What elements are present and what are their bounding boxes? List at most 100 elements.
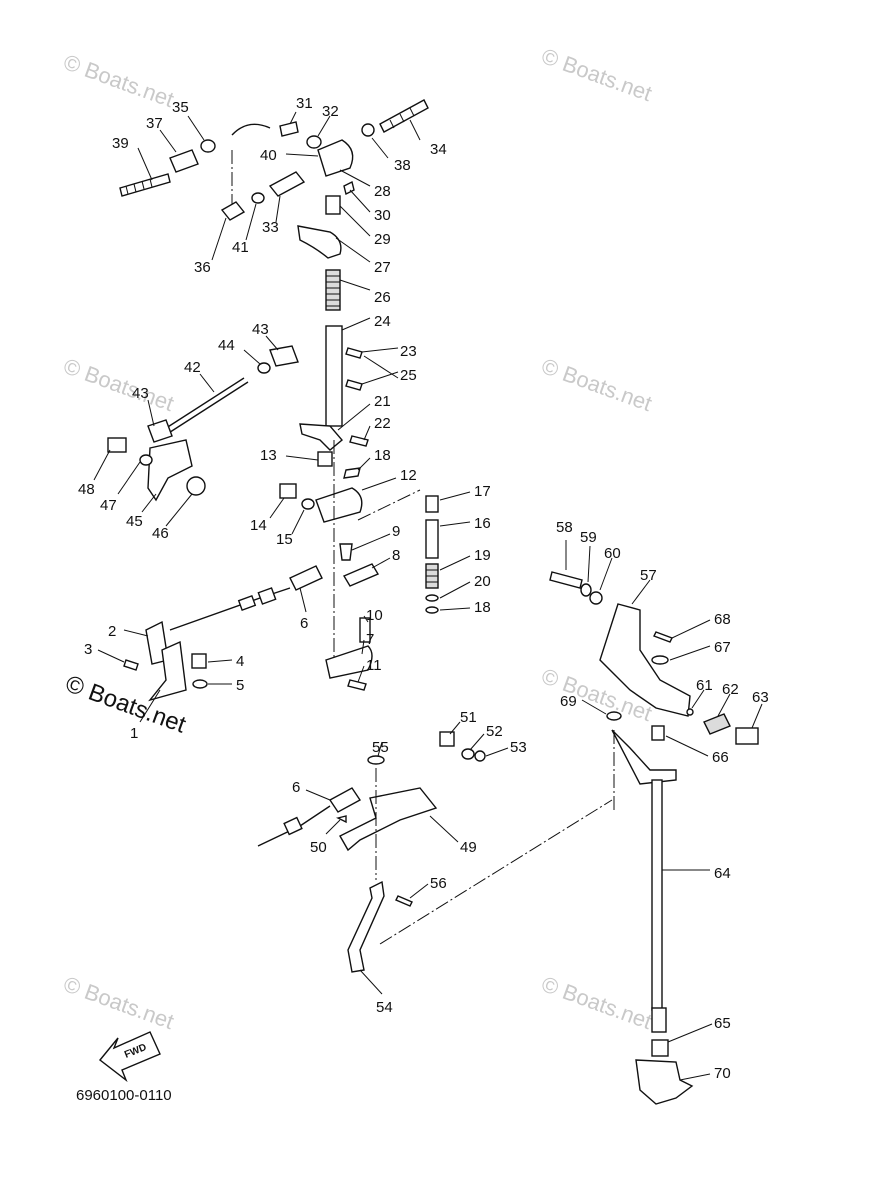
spring-26 <box>325 269 341 311</box>
pin-22 <box>349 435 369 447</box>
washer-69 <box>606 711 622 721</box>
spring-62 <box>703 713 731 735</box>
watermarks: © Boats.net © Boats.net © Boats.net © Bo… <box>60 43 655 1034</box>
washer-32 <box>306 135 322 149</box>
callout: 22 <box>374 415 391 432</box>
callout: 70 <box>714 1065 731 1082</box>
callout: 10 <box>366 607 383 624</box>
callout: 15 <box>276 531 293 548</box>
callout: 52 <box>486 723 503 740</box>
callout: 11 <box>366 657 382 674</box>
cable-end <box>231 123 271 136</box>
callout: 61 <box>696 677 713 694</box>
arm-64-top <box>611 729 677 785</box>
washer-67 <box>651 655 669 665</box>
callout: 40 <box>260 147 277 164</box>
fwd-arrow-icon: FWD <box>99 1031 161 1083</box>
shaft-24 <box>325 325 343 427</box>
callout: 28 <box>374 183 391 200</box>
callout: 25 <box>400 367 417 384</box>
callout: 36 <box>194 259 211 276</box>
callout: 13 <box>260 447 277 464</box>
bracket-40 <box>317 139 354 177</box>
washer-47 <box>139 454 153 466</box>
callout: 53 <box>510 739 527 756</box>
pin-9 <box>339 543 353 561</box>
callout: 69 <box>560 693 577 710</box>
cable-end-6a <box>289 565 323 591</box>
spring-19 <box>425 563 439 589</box>
callout: 37 <box>146 115 163 132</box>
washer-59 <box>580 583 592 597</box>
washer-60 <box>589 591 603 605</box>
callout-labels: 31 32 35 37 34 39 40 38 28 30 36 41 33 2… <box>78 95 769 1082</box>
callout: 5 <box>236 677 244 694</box>
nut-44 <box>257 362 271 374</box>
bolt-48 <box>107 437 127 453</box>
callout: 6 <box>292 779 300 796</box>
bolt-14 <box>279 483 297 499</box>
callout: 60 <box>604 545 621 562</box>
callout: 38 <box>394 157 411 174</box>
callout: 19 <box>474 547 491 564</box>
callout: 21 <box>374 393 391 410</box>
collar-35 <box>200 139 216 153</box>
callout: 43 <box>252 321 269 338</box>
watermark: © Boats.net <box>538 353 655 416</box>
coupler-70 <box>635 1059 694 1105</box>
callout: 29 <box>374 231 391 248</box>
leader-lines <box>93 111 763 1081</box>
bushing-66 <box>651 725 665 741</box>
callout: 32 <box>322 103 339 120</box>
bracket-45 <box>147 439 193 502</box>
callout: 6 <box>300 615 308 632</box>
callout: 42 <box>184 359 201 376</box>
callout: 4 <box>236 653 244 670</box>
cable-end-6b <box>328 787 362 813</box>
clip-18a <box>343 467 361 479</box>
watermark: © Boats.net <box>538 971 655 1034</box>
screw-17 <box>425 495 439 513</box>
arm-8 <box>342 563 380 587</box>
callout: 24 <box>374 313 391 330</box>
joint-36 <box>220 201 246 221</box>
callout: 41 <box>232 239 249 256</box>
callout: 18 <box>474 599 491 616</box>
bushing-13 <box>317 451 333 467</box>
callout: 47 <box>100 497 117 514</box>
callout: 1 <box>130 725 138 742</box>
collar-65 <box>651 1039 669 1057</box>
collar-46 <box>186 476 206 496</box>
rod-42 <box>159 377 245 433</box>
callout: 43 <box>132 385 149 402</box>
callout: 33 <box>262 219 279 236</box>
rod-64 <box>651 779 663 1011</box>
lever-21 <box>299 423 343 451</box>
callout: 50 <box>310 839 327 856</box>
callout: 67 <box>714 639 731 656</box>
pin-3 <box>123 659 139 671</box>
joint-43a <box>269 345 299 367</box>
callout: 66 <box>712 749 729 766</box>
callout: 49 <box>460 839 477 856</box>
pin-50 <box>335 815 347 824</box>
callout: 44 <box>218 337 235 354</box>
callout: 45 <box>126 513 143 530</box>
callout: 57 <box>640 567 657 584</box>
callout: 2 <box>108 623 116 640</box>
callout: 30 <box>374 207 391 224</box>
bolt-39 <box>119 173 171 197</box>
washer-15 <box>301 498 315 510</box>
joint-43b <box>147 419 173 443</box>
bushing-65a <box>651 1007 667 1033</box>
callout: 54 <box>376 999 393 1016</box>
clip-53 <box>474 750 486 762</box>
callout: 18 <box>374 447 391 464</box>
callout: 27 <box>374 259 391 276</box>
callout: 63 <box>752 689 769 706</box>
pin-11 <box>347 679 367 691</box>
watermark: © Boats.net <box>60 49 177 112</box>
washer-52 <box>461 748 475 760</box>
watermark: © Boats.net <box>538 43 655 106</box>
